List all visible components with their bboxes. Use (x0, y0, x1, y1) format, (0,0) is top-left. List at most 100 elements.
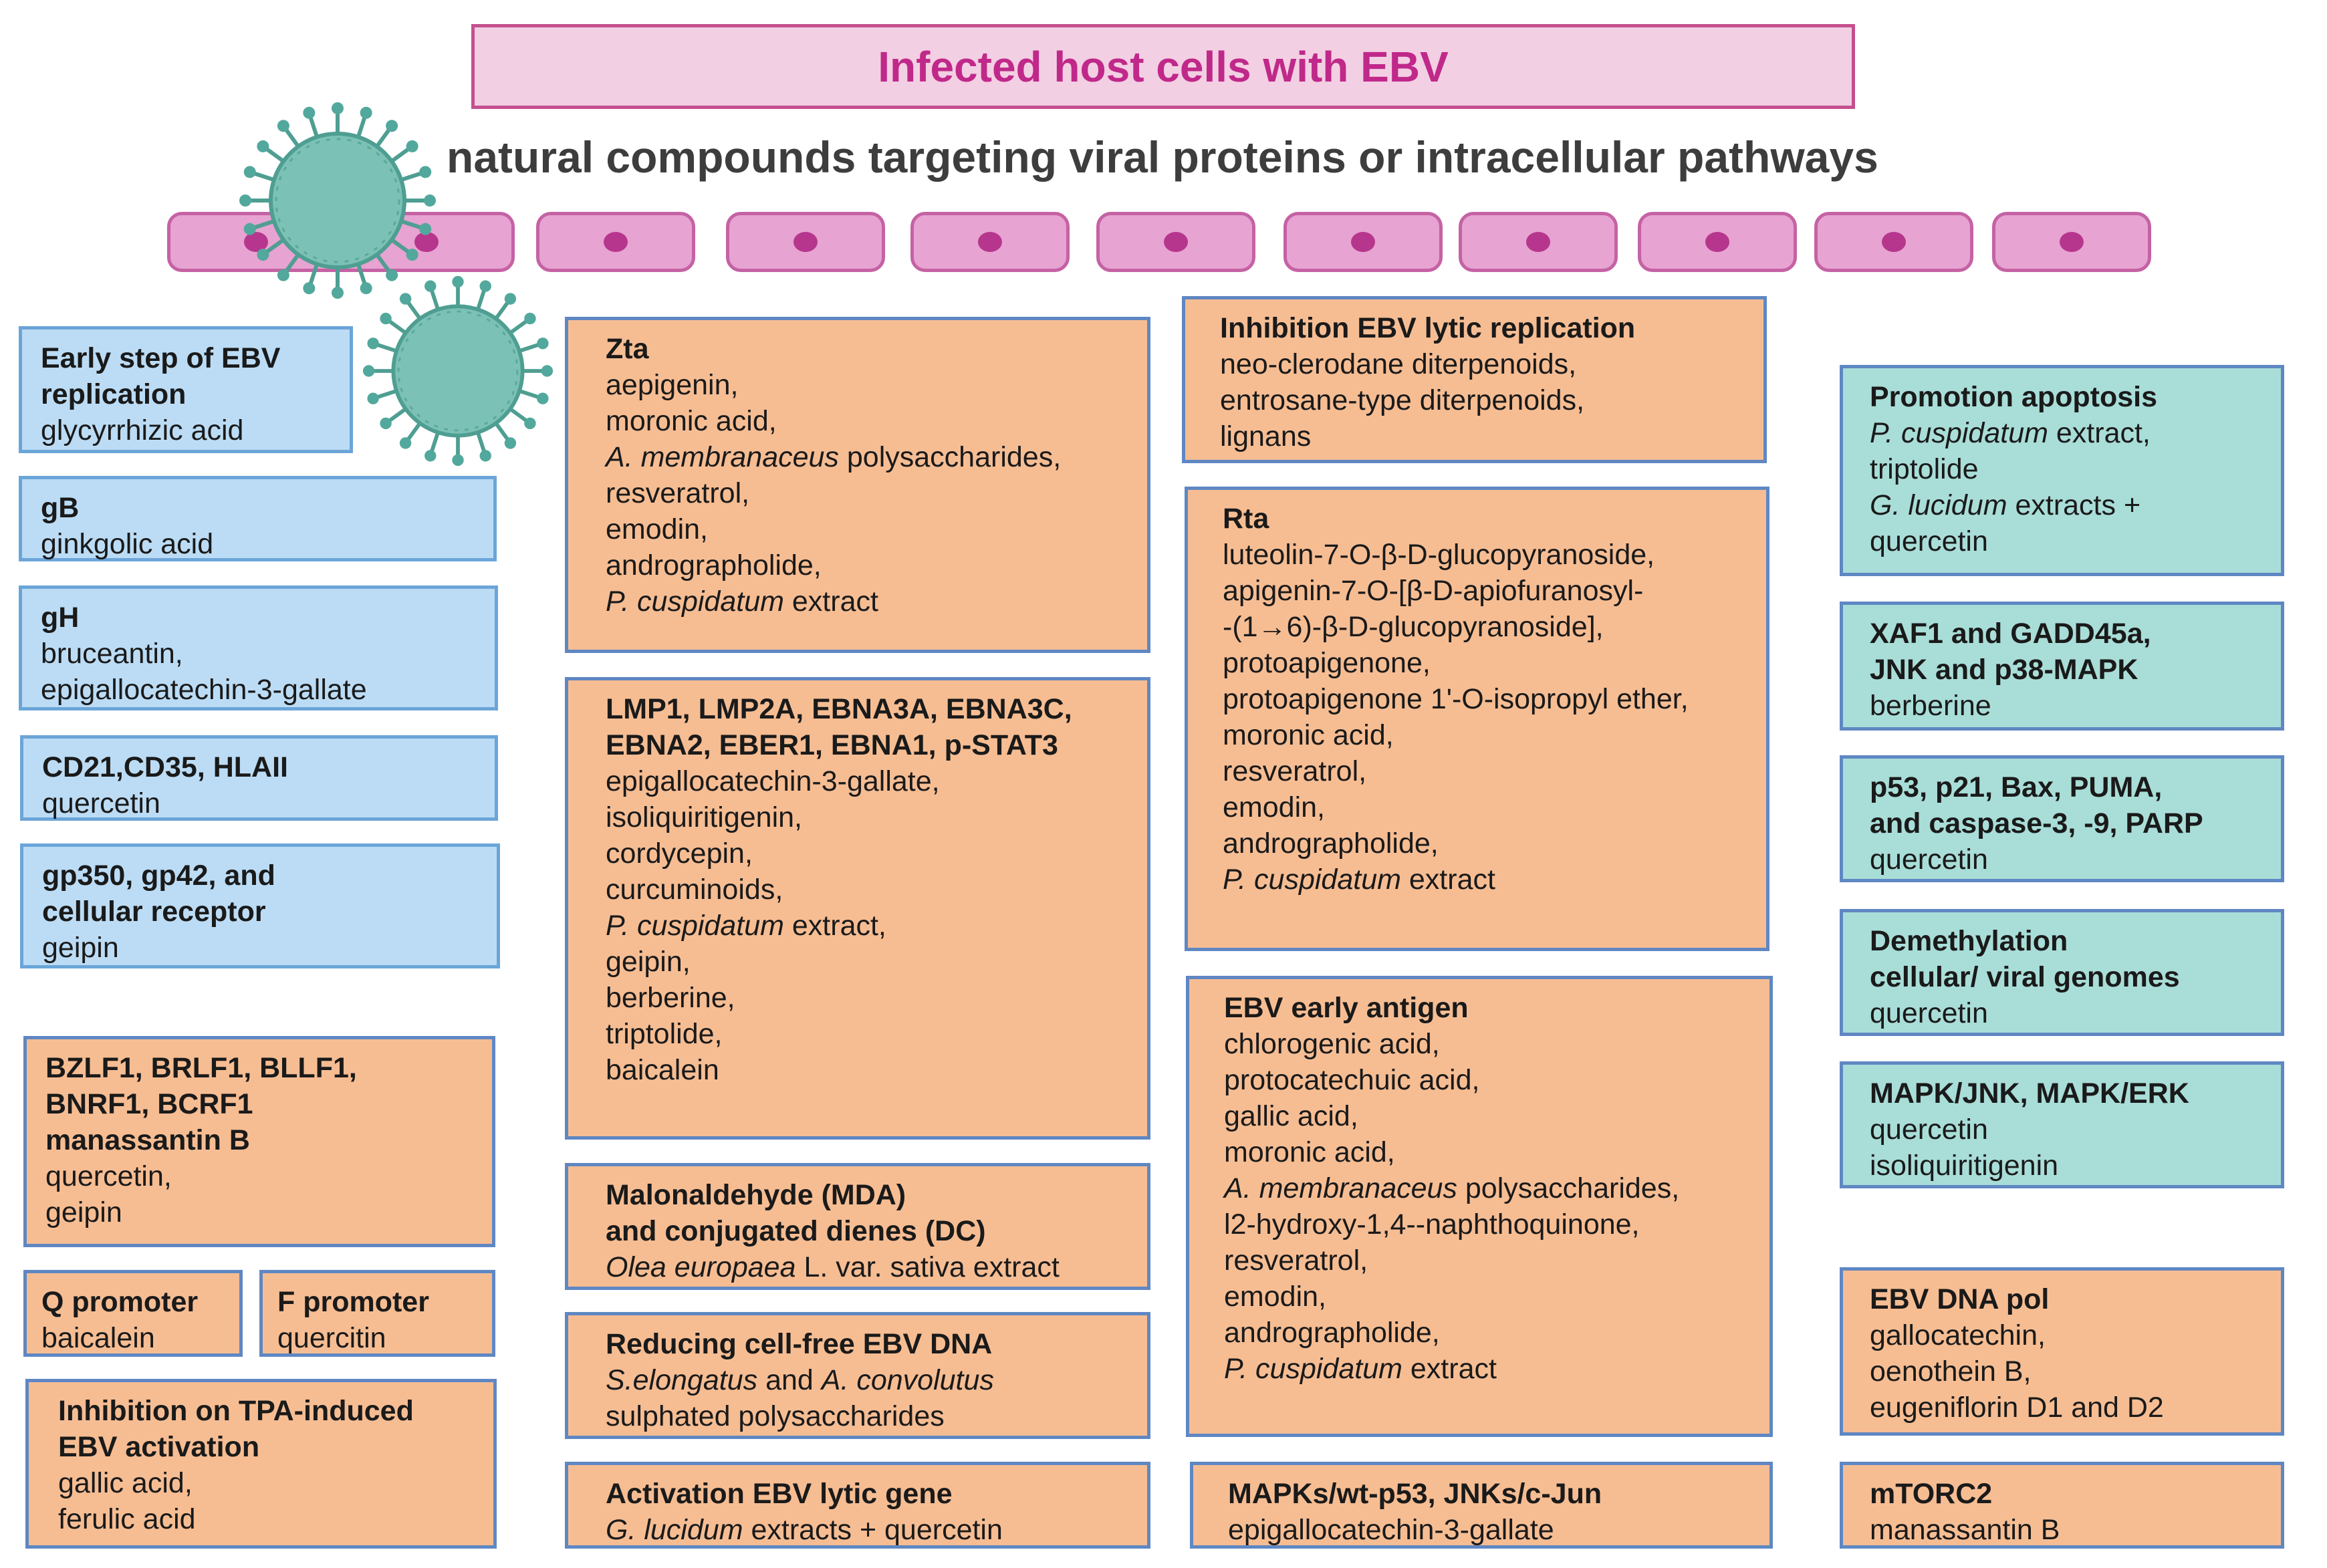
species-name: S.elongatus (606, 1364, 758, 1396)
virus-icon (239, 102, 436, 299)
compound-line: G. lucidum extracts + (1870, 487, 2262, 523)
box-heading: Malonaldehyde (MDA) and conjugated diene… (606, 1179, 986, 1247)
compound-text: moronic acid, (1224, 1136, 1395, 1168)
compound-text: emodin, (606, 513, 708, 545)
compound-line: emodin, (606, 511, 1128, 547)
compound-line: apigenin-7-O-[β-D-apiofuranosyl- (1223, 573, 1747, 609)
box-heading: EBV DNA pol (1870, 1283, 2050, 1315)
compound-text: neo-clerodane diterpenoids, (1220, 348, 1577, 380)
compound-line: cordycepin, (606, 835, 1128, 872)
compound-line: -(1→6)-β-D-glucopyranoside], (1223, 609, 1747, 645)
species-name: P. cuspidatum (1224, 1353, 1402, 1385)
box-compounds: gallocatechin,oenothein B,eugeniflorin D… (1870, 1317, 2262, 1426)
compound-line: l2-hydroxy-1,4--naphthoquinone, (1224, 1206, 1751, 1243)
box-compounds: quercetin (1870, 995, 2262, 1031)
compound-text: and (757, 1364, 822, 1396)
compound-line: protoapigenone 1'-O-isopropyl ether, (1223, 681, 1747, 717)
compound-line: oenothein B, (1870, 1353, 2262, 1390)
compound-text: berberine, (606, 982, 735, 1014)
box-dna-pol: EBV DNA pol gallocatechin,oenothein B,eu… (1840, 1267, 2284, 1436)
host-cell-icon (536, 212, 695, 272)
box-compounds: quercitin (277, 1320, 473, 1356)
compound-text: resveratrol, (1223, 755, 1367, 787)
box-p53: p53, p21, Bax, PUMA, and caspase-3, -9, … (1840, 755, 2284, 882)
compound-line: S.elongatus and A. convolutus (606, 1362, 1128, 1398)
cell-nucleus (604, 232, 628, 252)
compound-line: berberine (1870, 688, 2262, 724)
box-rta: Rta luteolin-7-O-β-D-glucopyranoside,api… (1185, 487, 1769, 951)
species-name: P. cuspidatum (606, 585, 784, 618)
compound-text: epigallocatechin-3-gallate, (606, 765, 940, 797)
compound-text: quercetin (1870, 997, 1988, 1029)
compound-text: berberine (1870, 690, 1991, 722)
compound-line: gallocatechin, (1870, 1317, 2262, 1353)
box-heading: F promoter (277, 1286, 429, 1318)
box-heading: XAF1 and GADD45a, JNK and p38-MAPK (1870, 618, 2151, 686)
compound-text: apigenin-7-O-[β-D-apiofuranosyl- (1223, 575, 1644, 607)
box-compounds: epigallocatechin-3-gallate (1228, 1512, 1751, 1548)
compound-line: entrosane-type diterpenoids, (1220, 382, 1745, 418)
compound-line: geipin (45, 1194, 473, 1230)
box-activation-lytic: Activation EBV lytic gene G. lucidum ext… (565, 1462, 1150, 1549)
box-compounds: quercetin,geipin (45, 1158, 473, 1230)
box-zta: Zta aepigenin,moronic acid,A. membranace… (565, 317, 1150, 653)
box-q-promoter: Q promoter baicalein (23, 1270, 243, 1357)
box-compounds: quercetin (42, 785, 476, 821)
compound-line: isoliquiritigenin, (606, 799, 1128, 835)
compound-line: resveratrol, (1223, 753, 1747, 789)
compound-text: isoliquiritigenin (1870, 1150, 2059, 1182)
box-tpa: Inhibition on TPA-induced EBV activation… (25, 1379, 497, 1549)
compound-text: sulphated polysaccharides (606, 1400, 945, 1432)
compound-text: epigallocatechin-3-gallate (41, 674, 367, 706)
box-gb: gB ginkgolic acid (19, 476, 497, 561)
box-heading: Zta (606, 333, 649, 365)
compound-text: aepigenin, (606, 369, 739, 401)
compound-text: andrographolide, (1223, 827, 1439, 860)
compound-line: quercetin (1870, 841, 2262, 878)
diagram-subtitle: natural compounds targeting viral protei… (447, 132, 1878, 182)
compound-text: protoapigenone 1'-O-isopropyl ether, (1223, 683, 1689, 715)
compound-line: berberine, (606, 980, 1128, 1016)
compound-line: baicalein (606, 1052, 1128, 1088)
box-mda: Malonaldehyde (MDA) and conjugated diene… (565, 1163, 1150, 1290)
compound-text: L. var. sativa extract (795, 1251, 1060, 1283)
compound-line: P. cuspidatum extract (1223, 862, 1747, 898)
species-name: A. membranaceus (1224, 1172, 1457, 1204)
box-compounds: berberine (1870, 688, 2262, 724)
host-cell-icon (910, 212, 1070, 272)
box-heading: Rta (1223, 503, 1269, 535)
host-cell-icon (1638, 212, 1797, 272)
compound-line: geipin, (606, 944, 1128, 980)
compound-line: curcuminoids, (606, 872, 1128, 908)
compound-text: gallic acid, (1224, 1100, 1358, 1132)
compound-text: extract, (2048, 417, 2151, 449)
compound-text: lignans (1220, 420, 1312, 452)
box-heading: Inhibition on TPA-induced EBV activation (58, 1395, 414, 1463)
box-compounds: glycyrrhizic acid (41, 412, 331, 448)
box-compounds: G. lucidum extracts + quercetin (606, 1512, 1128, 1548)
compound-text: quercetin (1870, 843, 1988, 876)
compound-line: epigallocatechin-3-gallate, (606, 763, 1128, 799)
box-heading: mTORC2 (1870, 1478, 1993, 1510)
compound-line: quercetin, (45, 1158, 473, 1194)
species-name: Olea europaea (606, 1251, 796, 1283)
box-heading: Promotion apoptosis (1870, 381, 2157, 413)
compound-line: aepigenin, (606, 367, 1128, 403)
compound-line: gallic acid, (58, 1465, 475, 1501)
compound-line: protoapigenone, (1223, 645, 1747, 681)
compound-text: epigallocatechin-3-gallate (1228, 1514, 1554, 1546)
species-name: P. cuspidatum (1223, 864, 1401, 896)
compound-text: gallocatechin, (1870, 1319, 2046, 1351)
compound-line: P. cuspidatum extract (1224, 1351, 1751, 1387)
compound-line: quercetin (42, 785, 476, 821)
compound-text: manassantin B (1870, 1514, 2060, 1546)
compound-line: andrographolide, (1223, 825, 1747, 862)
compound-line: moronic acid, (1223, 717, 1747, 753)
box-bzlf1: BZLF1, BRLF1, BLLF1, BNRF1, BCRF1 manass… (23, 1036, 495, 1247)
host-cell-icon (1992, 212, 2151, 272)
compound-line: lignans (1220, 418, 1745, 454)
box-cd21: CD21,CD35, HLAII quercetin (20, 735, 498, 821)
compound-text: andrographolide, (606, 549, 822, 581)
compound-text: ferulic acid (58, 1503, 196, 1535)
